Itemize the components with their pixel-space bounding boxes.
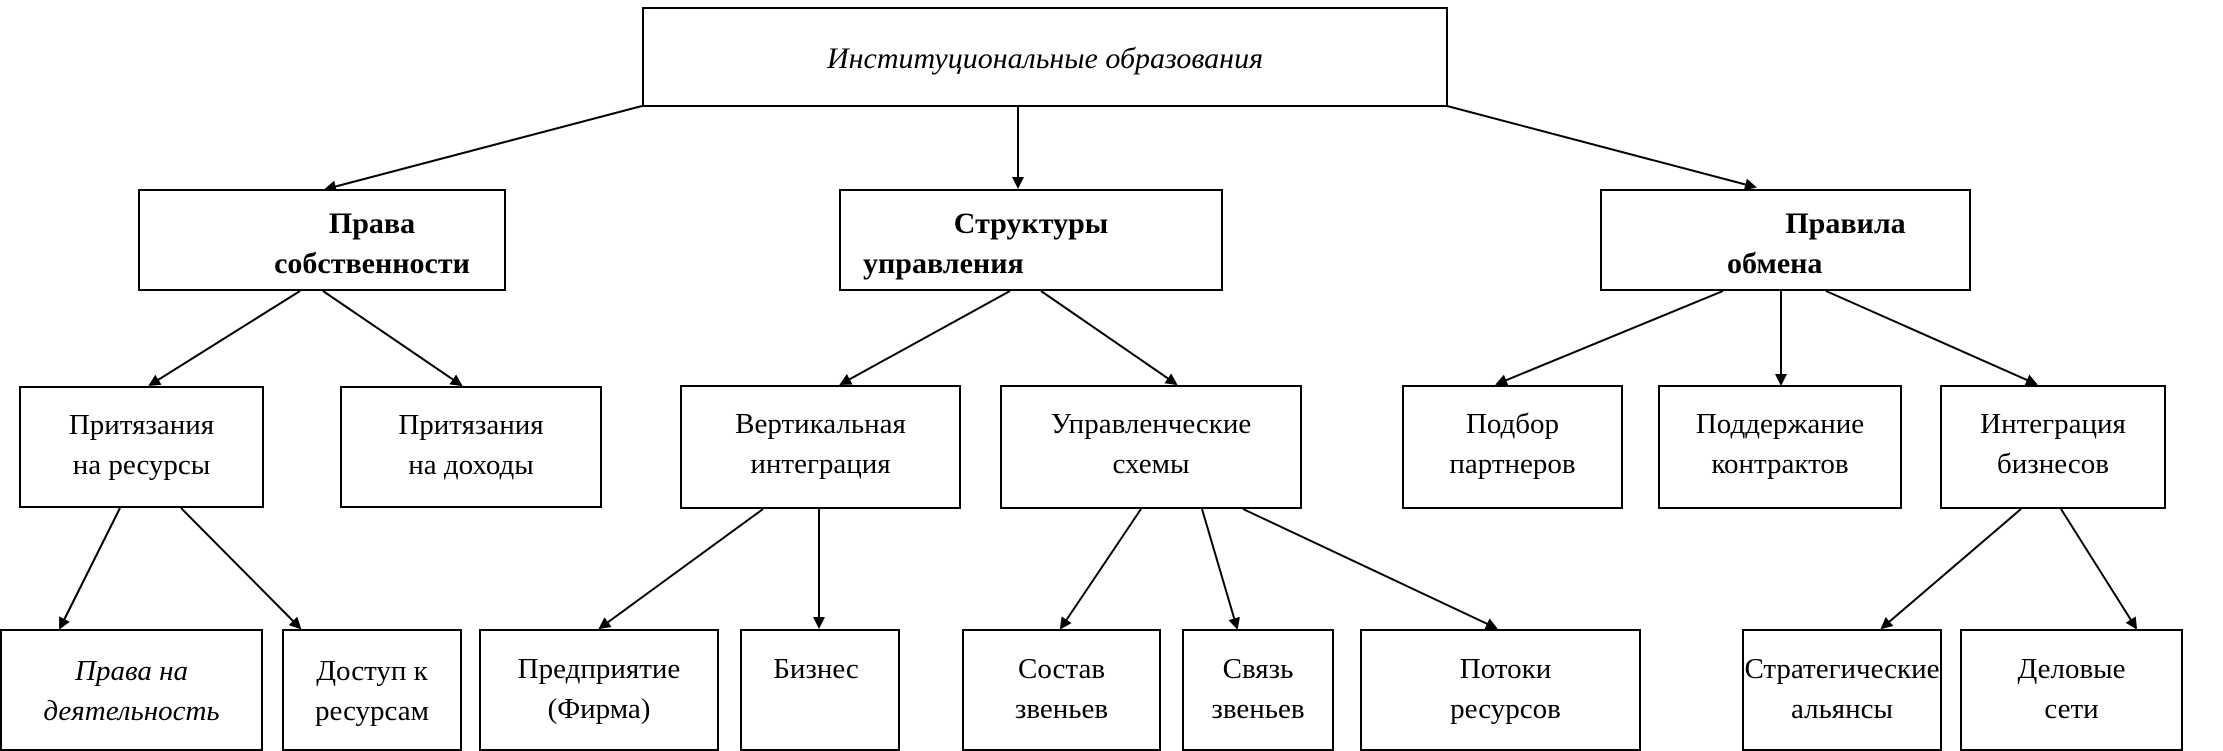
node-label-line-1: Подбор (1465, 408, 1560, 440)
node-label-line-1: Потоки (1459, 653, 1552, 685)
edge-claims-resources-access (180, 507, 302, 630)
node-activity-rights: Права на деятельность (0, 629, 263, 751)
edge-schemes-flows (1242, 508, 1498, 630)
node-label-line-1: Стратегические (1744, 653, 1940, 685)
edge-property-claims-resources (148, 290, 301, 387)
node-business-integration: Интеграция бизнесов (1940, 385, 2166, 509)
edge-schemes-links-composition (1059, 508, 1142, 630)
node-label-line-1: Связь (1222, 653, 1294, 685)
node-label-line-1: Деловые (2017, 653, 2126, 685)
node-links-connection: Связь звеньев (1182, 629, 1334, 751)
edge-root-exchange (1446, 105, 1757, 191)
node-label-line-1: Доступ к (316, 655, 428, 687)
node-label-line-2: обмена (1727, 247, 1823, 280)
node-label-line-1: Правила (1785, 207, 1906, 240)
node-label-line-1: Состав (1017, 653, 1106, 685)
node-label-line-2: сети (2044, 693, 2099, 725)
node-resource-flows: Потоки ресурсов (1360, 629, 1641, 751)
edge-schemes-links-connection (1201, 508, 1240, 630)
edge-vertical-enterprise (598, 508, 764, 630)
edge-integration-networks (2060, 508, 2138, 630)
node-label-line-2: собственности (274, 247, 470, 280)
node-business: Бизнес (740, 629, 900, 751)
node-label-line-2: на ресурсы (72, 449, 211, 481)
node-label-line-2: партнеров (1449, 448, 1576, 480)
node-label-line-2: (Фирма) (547, 693, 651, 725)
node-exchange-rules: Правила обмена (1600, 189, 1971, 291)
node-institutional-formations: Институциональные образования (642, 7, 1448, 107)
edge-integration-alliances (1880, 508, 2022, 630)
node-label-line-2: контрактов (1711, 448, 1849, 480)
node-label-line-2: на доходы (408, 449, 534, 481)
node-governance-structures: Структуры управления (839, 189, 1223, 291)
edge-exchange-integration (1825, 290, 2038, 386)
edge-governance-schemes (1040, 290, 1178, 386)
node-partner-selection: Подбор партнеров (1402, 385, 1623, 509)
node-label-line-1: Предприятие (517, 653, 681, 685)
node-label-line-1: Права (328, 207, 416, 240)
node-label-line-1: Управленческие (1050, 408, 1252, 440)
node-resource-access: Доступ к ресурсам (282, 629, 462, 751)
node-label: Институциональные образования (826, 42, 1264, 75)
edge-root-property (324, 105, 643, 193)
node-label-line-2: звеньев (1211, 693, 1305, 725)
node-label-line-2: интеграция (750, 448, 891, 480)
node-contract-maintenance: Поддержание контрактов (1658, 385, 1902, 509)
node-vertical-integration: Вертикальная интеграция (680, 385, 961, 509)
node-label-line-2: деятельность (43, 695, 220, 727)
node-label-line-2: ресурсам (314, 695, 430, 727)
node-label-line-1: Бизнес (773, 653, 859, 685)
edge-governance-vertical (839, 290, 1011, 385)
node-label-line-2: альянсы (1790, 693, 1894, 725)
node-strategic-alliances: Стратегические альянсы (1742, 629, 1942, 751)
node-label-line-2: бизнесов (1997, 448, 2109, 480)
node-label-line-1: Вертикальная (735, 408, 906, 440)
node-label-line-2: схемы (1112, 448, 1190, 480)
edge-exchange-partners (1495, 290, 1724, 386)
node-label-line-2: звеньев (1014, 693, 1109, 725)
node-label-line-1: Структуры (953, 207, 1109, 240)
node-management-schemes: Управленческие схемы (1000, 385, 1302, 509)
node-label-line-1: Притязания (398, 409, 544, 441)
node-label-line-1: Интеграция (1980, 408, 2126, 440)
node-claims-on-resources: Притязания на ресурсы (19, 386, 264, 508)
node-enterprise-firm: Предприятие (Фирма) (479, 629, 719, 751)
node-label-line-2: ресурсов (1450, 693, 1561, 725)
node-label-line-1: Поддержание (1695, 408, 1865, 440)
edge-property-claims-income (322, 290, 463, 387)
node-property-rights: Права собственности (138, 189, 506, 291)
node-label-line-1: Права на (75, 655, 188, 687)
node-business-networks: Деловые сети (1960, 629, 2183, 751)
edge-claims-resources-activity (59, 507, 121, 630)
node-claims-on-income: Притязания на доходы (340, 386, 602, 508)
node-label-line-2: управления (863, 247, 1024, 280)
node-label-line-1: Притязания (68, 409, 215, 441)
node-links-composition: Состав звеньев (962, 629, 1161, 751)
